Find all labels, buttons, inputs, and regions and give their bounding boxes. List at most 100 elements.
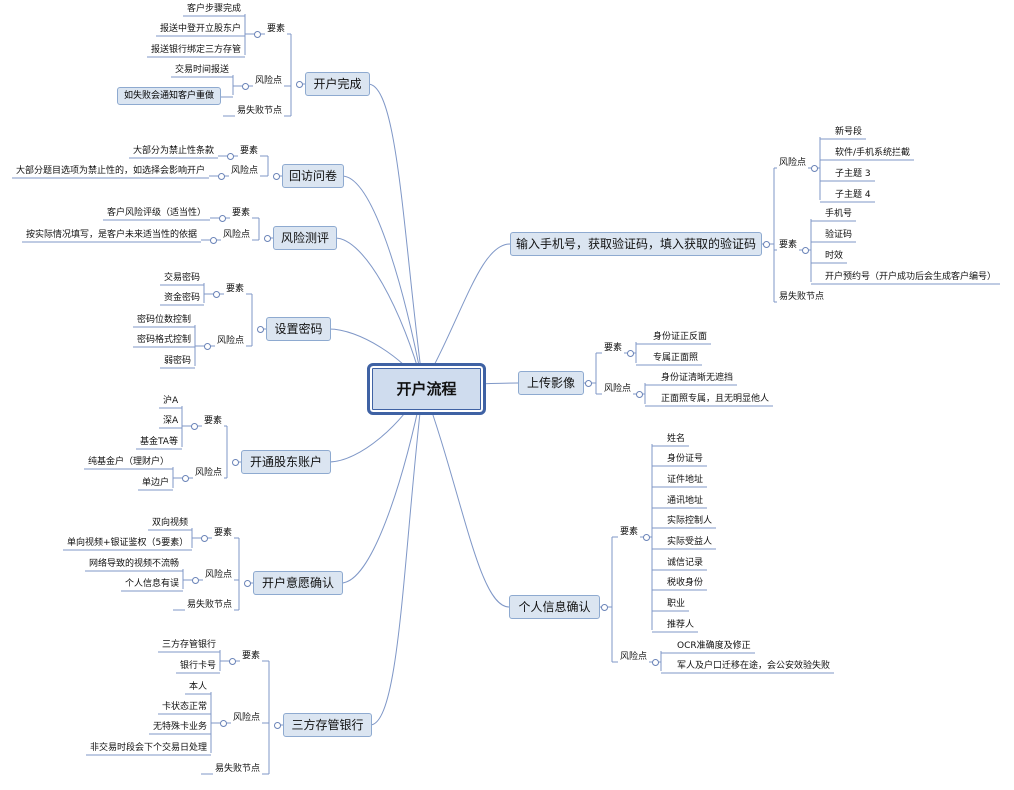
leaf-item[interactable]: 实际控制人 (667, 516, 713, 526)
collapse-toggle-icon[interactable] (203, 342, 211, 350)
group-label: 风险点 (231, 166, 259, 176)
leaf-item[interactable]: 身份证正反面 (653, 332, 708, 342)
collapse-toggle-icon[interactable] (801, 246, 809, 254)
collapse-toggle-icon[interactable] (226, 152, 234, 160)
leaf-item[interactable]: 税收身份 (667, 578, 704, 588)
leaf-item[interactable]: 大部分题目选项为禁止性的，如选择会影响开户 (16, 166, 206, 176)
collapse-toggle-icon[interactable] (272, 172, 280, 180)
leaf-item[interactable]: 纯基金户（理财户） (88, 457, 170, 467)
collapse-toggle-icon[interactable] (256, 325, 264, 333)
leaf-item[interactable]: 专属正面照 (653, 353, 699, 363)
collapse-toggle-icon[interactable] (231, 458, 239, 466)
center-topic[interactable]: 开户流程 (367, 363, 486, 415)
collapse-toggle-icon[interactable] (273, 721, 281, 729)
group-label: 风险点 (620, 652, 648, 662)
branch-topic-2[interactable]: 风险测评 (273, 226, 337, 250)
collapse-toggle-icon[interactable] (241, 82, 249, 90)
leaf-item[interactable]: OCR准确度及修正 (677, 641, 751, 651)
leaf-item[interactable]: 正面照专属，且无明显他人 (661, 394, 770, 404)
leaf-item[interactable]: 时效 (825, 251, 844, 261)
leaf-item[interactable]: 客户风险评级（适当性） (107, 208, 207, 218)
group-label: 要素 (267, 24, 286, 34)
leaf-item[interactable]: 新号段 (835, 127, 863, 137)
leaf-item[interactable]: 大部分为禁止性条款 (133, 146, 215, 156)
leaf-item[interactable]: 开户预约号（开户成功后会生成客户编号） (825, 272, 997, 282)
leaf-item[interactable]: 身份证清晰无遮挡 (661, 373, 734, 383)
collapse-toggle-icon[interactable] (191, 576, 199, 584)
collapse-toggle-icon[interactable] (181, 474, 189, 482)
collapse-toggle-icon[interactable] (584, 379, 592, 387)
group-label: 要素 (620, 527, 639, 537)
branch-topic-1[interactable]: 回访问卷 (282, 164, 344, 188)
leaf-item[interactable]: 深A (163, 416, 179, 426)
collapse-toggle-icon[interactable] (626, 349, 634, 357)
leaf-item[interactable]: 密码格式控制 (137, 335, 192, 345)
collapse-toggle-icon[interactable] (635, 390, 643, 398)
leaf-item[interactable]: 网络导致的视频不流畅 (89, 559, 180, 569)
collapse-toggle-icon[interactable] (217, 172, 225, 180)
leaf-item[interactable]: 报送银行绑定三方存管 (151, 45, 242, 55)
branch-topic-3[interactable]: 设置密码 (266, 317, 331, 341)
leaf-item[interactable]: 交易时间报送 (175, 65, 230, 75)
collapse-toggle-icon[interactable] (219, 719, 227, 727)
leaf-item[interactable]: 诚信记录 (667, 558, 704, 568)
branch-topic-r2[interactable]: 个人信息确认 (509, 595, 600, 619)
leaf-item[interactable]: 身份证号 (667, 454, 704, 464)
collapse-toggle-icon[interactable] (253, 30, 261, 38)
branch-topic-4[interactable]: 开通股东账户 (241, 450, 331, 474)
branch-topic-0[interactable]: 开户完成 (305, 72, 370, 96)
collapse-toggle-icon[interactable] (600, 603, 608, 611)
leaf-item[interactable]: 单边户 (142, 478, 170, 488)
leaf-item[interactable]: 本人 (189, 682, 208, 692)
leaf-item[interactable]: 非交易时段会下个交易日处理 (90, 743, 208, 753)
leaf-item[interactable]: 子主题 4 (835, 190, 871, 200)
leaf-item[interactable]: 三方存管银行 (162, 640, 217, 650)
leaf-item[interactable]: 如失败会通知客户重做 (117, 87, 222, 105)
collapse-toggle-icon[interactable] (190, 422, 198, 430)
leaf-item[interactable]: 银行卡号 (180, 661, 217, 671)
collapse-toggle-icon[interactable] (762, 240, 770, 248)
leaf-item[interactable]: 军人及户口迁移在途，会公安效验失败 (677, 661, 831, 671)
group-label: 易失败节点 (187, 600, 233, 610)
leaf-item[interactable]: 实际受益人 (667, 537, 713, 547)
collapse-toggle-icon[interactable] (263, 234, 271, 242)
leaf-item[interactable]: 手机号 (825, 209, 853, 219)
branch-topic-5[interactable]: 开户意愿确认 (253, 571, 343, 595)
collapse-toggle-icon[interactable] (209, 236, 217, 244)
collapse-toggle-icon[interactable] (810, 164, 818, 172)
collapse-toggle-icon[interactable] (642, 533, 650, 541)
leaf-item[interactable]: 职业 (667, 599, 686, 609)
leaf-item[interactable]: 证件地址 (667, 475, 704, 485)
collapse-toggle-icon[interactable] (243, 579, 251, 587)
leaf-item[interactable]: 卡状态正常 (162, 702, 208, 712)
leaf-item[interactable]: 密码位数控制 (137, 315, 192, 325)
leaf-item[interactable]: 交易密码 (164, 273, 201, 283)
leaf-item[interactable]: 双向视频 (152, 518, 189, 528)
collapse-toggle-icon[interactable] (212, 290, 220, 298)
collapse-toggle-icon[interactable] (228, 657, 236, 665)
collapse-toggle-icon[interactable] (218, 214, 226, 222)
leaf-item[interactable]: 报送中登开立股东户 (160, 24, 242, 34)
collapse-toggle-icon[interactable] (295, 80, 303, 88)
leaf-item[interactable]: 按实际情况填写，是客户未来适当性的依据 (26, 230, 198, 240)
leaf-item[interactable]: 姓名 (667, 434, 686, 444)
branch-topic-r1[interactable]: 上传影像 (518, 371, 584, 395)
leaf-item[interactable]: 子主题 3 (835, 169, 871, 179)
leaf-item[interactable]: 沪A (163, 396, 179, 406)
leaf-item[interactable]: 客户步骤完成 (187, 4, 242, 14)
leaf-item[interactable]: 个人信息有误 (125, 579, 180, 589)
collapse-toggle-icon[interactable] (651, 658, 659, 666)
leaf-item[interactable]: 基金TA等 (140, 437, 178, 447)
collapse-toggle-icon[interactable] (200, 534, 208, 542)
branch-topic-6[interactable]: 三方存管银行 (283, 713, 372, 737)
group-label: 风险点 (779, 158, 807, 168)
leaf-item[interactable]: 验证码 (825, 230, 853, 240)
leaf-item[interactable]: 通讯地址 (667, 496, 704, 506)
leaf-item[interactable]: 弱密码 (164, 356, 192, 366)
leaf-item[interactable]: 单向视频+银证鉴权（5要素） (67, 538, 189, 548)
leaf-item[interactable]: 资金密码 (164, 293, 201, 303)
branch-topic-r0[interactable]: 输入手机号，获取验证码，填入获取的验证码 (510, 232, 762, 256)
leaf-item[interactable]: 无特殊卡业务 (153, 722, 208, 732)
leaf-item[interactable]: 推荐人 (667, 620, 695, 630)
leaf-item[interactable]: 软件/手机系统拦截 (835, 148, 911, 158)
